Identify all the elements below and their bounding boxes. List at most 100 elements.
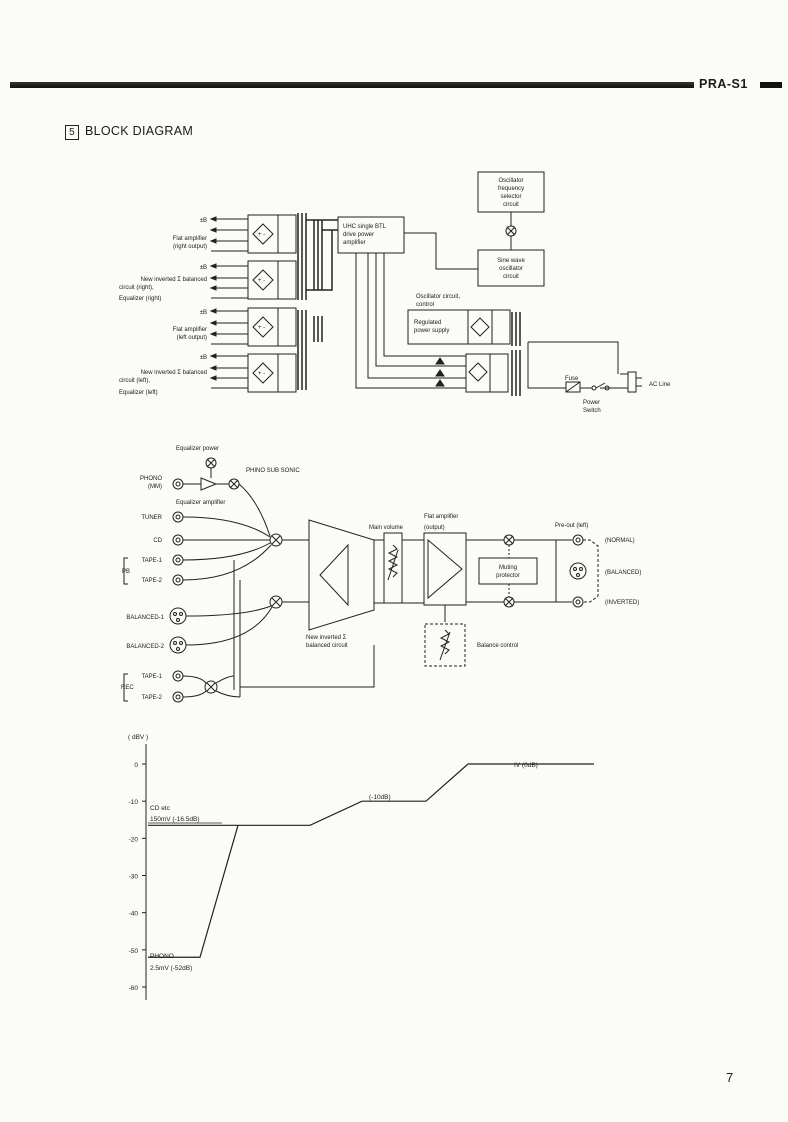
y-tick-label: -60	[129, 985, 139, 992]
pb-tape2-label: TAPE-2	[141, 578, 162, 584]
pb-tape1-label: TAPE-1	[141, 558, 162, 564]
rec-bracket	[123, 673, 128, 702]
main-volume-label: Main volume	[369, 525, 404, 531]
flat-amp-2: (output)	[424, 525, 445, 531]
rectifier-group-4: + -	[247, 353, 297, 393]
new-inv-left-2: circuit (left),	[119, 378, 150, 384]
uhc-supply-lines	[355, 253, 466, 389]
pre-out-normal-pin	[575, 537, 581, 543]
power-switch-1: Power	[583, 400, 600, 406]
uhc-2: drive power	[343, 232, 374, 238]
pre-out-wires	[514, 539, 572, 603]
reg-ps-transformer	[511, 312, 521, 346]
phono-subsonic-label: PHINO SUB SONIC	[246, 468, 300, 474]
main-bridge-icon	[468, 362, 488, 382]
balanced-label: (BALANCED)	[605, 570, 641, 576]
balanced2-label: BALANCED-2	[126, 644, 164, 650]
page-number: 7	[726, 1070, 734, 1085]
balance-control-label: Balance control	[477, 643, 518, 649]
rec-label: REC	[121, 685, 134, 691]
osc-freq-2: frequency	[498, 186, 524, 192]
balanced1-label: BALANCED-1	[126, 615, 164, 621]
eq-amp-label: Equalizer amplifier	[176, 500, 225, 506]
pre-out-xlr-jack	[569, 562, 587, 580]
flat-amp-1: Flat amplifier	[424, 514, 458, 520]
y-tick-label: -20	[129, 836, 139, 843]
fuse-icon	[565, 381, 581, 393]
y-tick-label: -30	[129, 874, 139, 881]
new-inverted-1: New inverted Σ	[306, 635, 347, 641]
flat-left-1: Flat amplifier	[173, 327, 207, 333]
uhc-3: amplifier	[343, 240, 366, 246]
reg-ps-bridge-icon	[470, 317, 490, 337]
uhc-amp-box	[337, 216, 405, 254]
pre-out-xlr-pin-a	[573, 567, 577, 571]
input-selector-wires	[182, 483, 309, 697]
normal-label: (NORMAL)	[605, 538, 635, 544]
main-volume-pot-icon	[387, 544, 399, 581]
rec-selector-cross	[206, 682, 216, 692]
reg-ps-out	[491, 309, 511, 345]
pre-out-inverted-pin	[575, 599, 581, 605]
sine-2: oscillator	[499, 266, 523, 272]
volume-wires	[374, 539, 424, 604]
new-inverted-amp	[308, 519, 375, 631]
uhc-1: UHC single BTL	[343, 224, 387, 230]
flat-right-2: (right output)	[173, 244, 207, 250]
rec-tape1-label: TAPE-1	[141, 674, 162, 680]
osc-control-1: Oscillator circuit,	[416, 294, 460, 300]
y-tick-label: -50	[129, 948, 139, 955]
model-name: PRA-S1	[699, 77, 748, 91]
rectifier-group-3: + -	[247, 307, 297, 347]
osc-mixer-icon	[505, 225, 517, 237]
fuse-label: Fuse	[565, 376, 579, 382]
phono-eq-amp	[183, 477, 229, 491]
sine-wave-box	[477, 249, 545, 287]
balance-control-box	[424, 623, 466, 667]
new-inv-right-1: New inverted Σ balanced	[141, 277, 207, 283]
cd-level-label: 150mV (-16.5dB)	[150, 816, 200, 823]
reg-ps-2: power supply	[414, 328, 449, 334]
y-tick-label: 0	[134, 762, 138, 769]
svg-text:+ -: + -	[258, 278, 265, 284]
sine-3: circuit	[503, 274, 519, 280]
osc-freq-1: Oscillator	[498, 178, 523, 184]
muting-2: protector	[496, 573, 520, 579]
mid-level-label: (-10dB)	[369, 794, 391, 801]
flat-left-2: (left output)	[177, 335, 207, 341]
flat-amp-out	[466, 539, 504, 603]
svg-text:+ -: + -	[258, 325, 265, 331]
fuse-mark	[565, 381, 581, 393]
y-tick-label: -10	[129, 799, 139, 806]
sine-1: Sine wave	[497, 258, 525, 264]
pre-out-bracket	[583, 539, 599, 603]
rec-selector-node-icon	[204, 680, 218, 694]
switch-lever	[595, 382, 606, 389]
pb-label-2: ±B	[200, 265, 207, 271]
muting-1: Muting	[499, 565, 517, 571]
balance-pot-icon	[439, 629, 451, 661]
input-selector-cross	[271, 535, 281, 545]
transformer-bank-left	[297, 213, 338, 390]
main-bridge-out	[489, 353, 509, 393]
eq-right: Equalizer (right)	[119, 296, 161, 302]
eq-left: Equalizer (left)	[119, 390, 158, 396]
balanced-selector-cross	[271, 597, 281, 607]
svg-text:+ -: + -	[258, 232, 265, 238]
flat-right-1: Flat amplifier	[173, 236, 207, 242]
pb-label-1: ±B	[200, 218, 207, 224]
chart-unit-label: ( dBV )	[128, 734, 148, 741]
header-rule-end	[760, 82, 782, 88]
phono-label-1: PHONO	[140, 476, 162, 482]
rec-tape2-label: TAPE-2	[141, 695, 162, 701]
osc-control-2: control	[416, 302, 434, 308]
level-line-phono	[148, 825, 239, 958]
muting-top-cross	[504, 535, 514, 545]
muting-box	[478, 557, 538, 585]
pre-out-label: Pre-out (left)	[555, 523, 588, 529]
